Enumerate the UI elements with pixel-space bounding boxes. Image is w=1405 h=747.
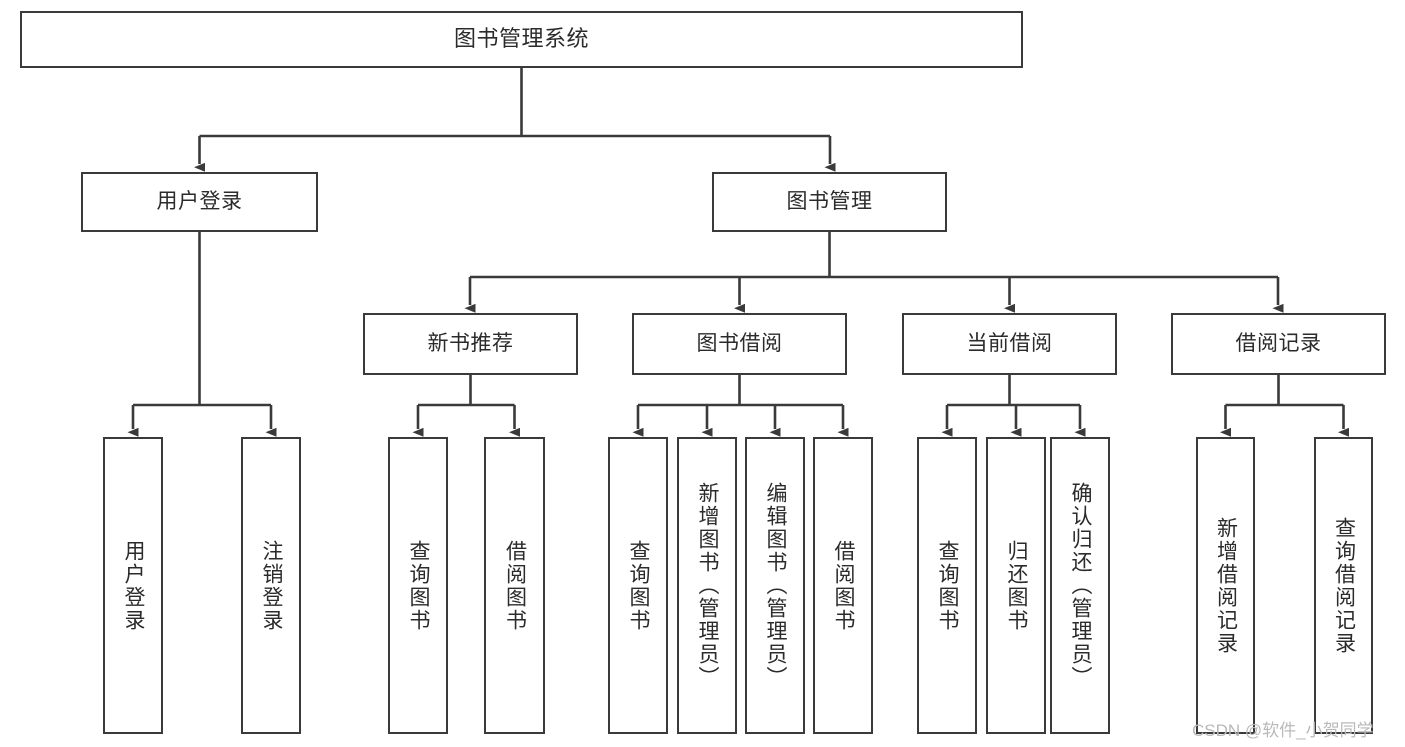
leaf-add-borrowing-record[interactable]: 新增借阅记录 bbox=[1196, 437, 1255, 734]
node-label: 当前借阅 bbox=[966, 332, 1053, 356]
node-label: 借阅图书 bbox=[503, 539, 527, 632]
node-label: 新增图书（管理员） bbox=[696, 482, 720, 689]
node-label: 图书管理系统 bbox=[453, 26, 589, 52]
leaf-query-books-recommendation[interactable]: 查询图书 bbox=[388, 437, 448, 734]
node-label: 图书借阅 bbox=[696, 332, 783, 356]
node-book-borrowing[interactable]: 图书借阅 bbox=[632, 313, 847, 375]
node-label: 查询借阅记录 bbox=[1332, 516, 1356, 655]
node-root-system[interactable]: 图书管理系统 bbox=[20, 11, 1023, 68]
node-label: 用户登录 bbox=[156, 190, 243, 214]
node-label: 借阅图书 bbox=[832, 539, 856, 632]
node-label: 注销登录 bbox=[260, 539, 284, 632]
leaf-add-book-admin[interactable]: 新增图书（管理员） bbox=[677, 437, 737, 734]
leaf-query-books-borrowing[interactable]: 查询图书 bbox=[608, 437, 668, 734]
node-book-management[interactable]: 图书管理 bbox=[712, 172, 947, 232]
node-label: 查询图书 bbox=[627, 539, 651, 632]
node-label: 借阅记录 bbox=[1235, 332, 1322, 356]
leaf-query-books-current[interactable]: 查询图书 bbox=[917, 437, 977, 734]
leaf-logout[interactable]: 注销登录 bbox=[241, 437, 301, 734]
leaf-return-books[interactable]: 归还图书 bbox=[986, 437, 1046, 734]
node-label: 查询图书 bbox=[936, 539, 960, 632]
node-label: 用户登录 bbox=[122, 539, 146, 632]
node-label: 新书推荐 bbox=[427, 332, 514, 356]
node-label: 图书管理 bbox=[786, 190, 873, 214]
leaf-confirm-return-admin[interactable]: 确认归还（管理员） bbox=[1050, 437, 1110, 734]
node-borrowing-records[interactable]: 借阅记录 bbox=[1171, 313, 1386, 375]
node-label: 确认归还（管理员） bbox=[1069, 482, 1093, 689]
leaf-edit-book-admin[interactable]: 编辑图书（管理员） bbox=[745, 437, 805, 734]
node-label: 查询图书 bbox=[407, 539, 431, 632]
leaf-user-login[interactable]: 用户登录 bbox=[103, 437, 163, 734]
watermark-text: CSDN @软件_小贺同学 bbox=[1192, 721, 1374, 740]
leaf-borrow-books[interactable]: 借阅图书 bbox=[813, 437, 873, 734]
leaf-query-borrowing-record[interactable]: 查询借阅记录 bbox=[1314, 437, 1373, 734]
node-user-login[interactable]: 用户登录 bbox=[81, 172, 318, 232]
node-new-book-recommendation[interactable]: 新书推荐 bbox=[363, 313, 578, 375]
leaf-borrow-books-recommendation[interactable]: 借阅图书 bbox=[484, 437, 545, 734]
node-label: 新增借阅记录 bbox=[1214, 516, 1238, 655]
node-current-borrowing[interactable]: 当前借阅 bbox=[902, 313, 1117, 375]
node-label: 归还图书 bbox=[1005, 539, 1029, 632]
node-label: 编辑图书（管理员） bbox=[764, 482, 788, 689]
